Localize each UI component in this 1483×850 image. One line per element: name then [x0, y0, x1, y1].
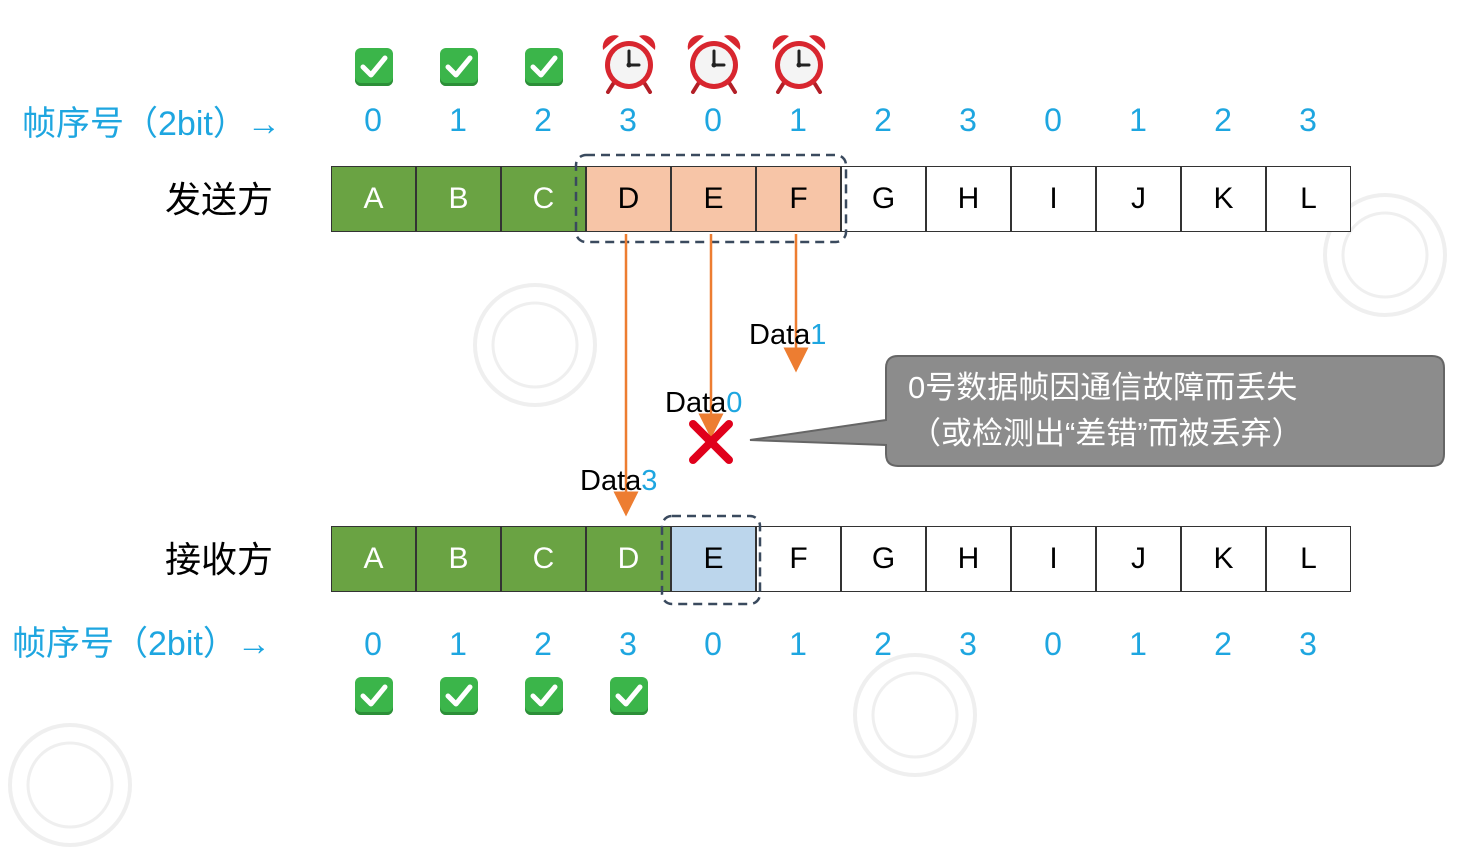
frame-f: F [756, 166, 841, 232]
seq-number: 3 [619, 102, 637, 138]
frame-b: B [416, 166, 501, 232]
alarm-clock-icon [684, 32, 744, 94]
sender-window [574, 153, 848, 244]
lost-mark-icon [689, 420, 733, 464]
callout-line2: （或检测出“差错”而被丢弃） [910, 416, 1303, 451]
callout-line1: 0号数据帧因通信故障而丢失 [908, 370, 1298, 405]
check-icon [354, 48, 393, 86]
sender-label: 发送方 [165, 179, 274, 220]
diagram-overlay [574, 153, 1445, 606]
frame-k: K [1181, 526, 1266, 592]
seq-number: 3 [1299, 626, 1317, 662]
alarm-clock-icon [599, 32, 659, 94]
frame-a: A [331, 166, 416, 232]
seq-number: 1 [449, 102, 467, 138]
frame-c: C [501, 526, 586, 592]
seq-number: 1 [789, 102, 807, 138]
data0-label: Data0 [665, 387, 743, 419]
seq-number: 2 [1214, 626, 1232, 662]
frame-j: J [1096, 526, 1181, 592]
seq-number: 0 [1044, 626, 1062, 662]
frame-i: I [1011, 526, 1096, 592]
seq-number: 1 [789, 626, 807, 662]
frame-e: E [671, 526, 756, 592]
frame-j: J [1096, 166, 1181, 232]
alarm-clock-icon [769, 32, 829, 94]
seq-number: 0 [1044, 102, 1062, 138]
receiver-window [660, 514, 762, 606]
frame-k: K [1181, 166, 1266, 232]
frame-h: H [926, 166, 1011, 232]
frame-b: B [416, 526, 501, 592]
seq-number: 0 [704, 626, 722, 662]
seq-number: 2 [534, 102, 552, 138]
data3-label: Data3 [580, 465, 658, 497]
check-icon [439, 48, 478, 86]
seq-number: 0 [704, 102, 722, 138]
frame-d: D [586, 526, 671, 592]
seq-number: 2 [874, 626, 892, 662]
frame-l: L [1266, 166, 1351, 232]
seq-number: 3 [1299, 102, 1317, 138]
frame-a: A [331, 526, 416, 592]
seq-number: 1 [449, 626, 467, 662]
check-icon [524, 48, 563, 86]
sender-seq-label: 帧序号（2bit）→ [22, 105, 281, 143]
frame-e: E [671, 166, 756, 232]
receiver-label: 接收方 [165, 539, 274, 580]
callout-bubble [749, 355, 1445, 467]
seq-number: 1 [1129, 626, 1147, 662]
seq-number: 2 [1214, 102, 1232, 138]
frame-f: F [756, 526, 841, 592]
frame-g: G [841, 166, 926, 232]
seq-number: 3 [959, 626, 977, 662]
seq-number: 2 [874, 102, 892, 138]
frame-h: H [926, 526, 1011, 592]
seq-number: 3 [619, 626, 637, 662]
check-icon [439, 677, 478, 715]
frame-i: I [1011, 166, 1096, 232]
check-icon [524, 677, 563, 715]
frame-d: D [586, 166, 671, 232]
receiver-seq-label: 帧序号（2bit）→ [12, 625, 271, 663]
check-icon [609, 677, 648, 715]
seq-number: 0 [364, 626, 382, 662]
seq-number: 0 [364, 102, 382, 138]
data1-label: Data1 [749, 319, 827, 351]
seq-number: 1 [1129, 102, 1147, 138]
seq-number: 2 [534, 626, 552, 662]
check-icon [354, 677, 393, 715]
frame-g: G [841, 526, 926, 592]
seq-number: 3 [959, 102, 977, 138]
frame-l: L [1266, 526, 1351, 592]
frame-c: C [501, 166, 586, 232]
